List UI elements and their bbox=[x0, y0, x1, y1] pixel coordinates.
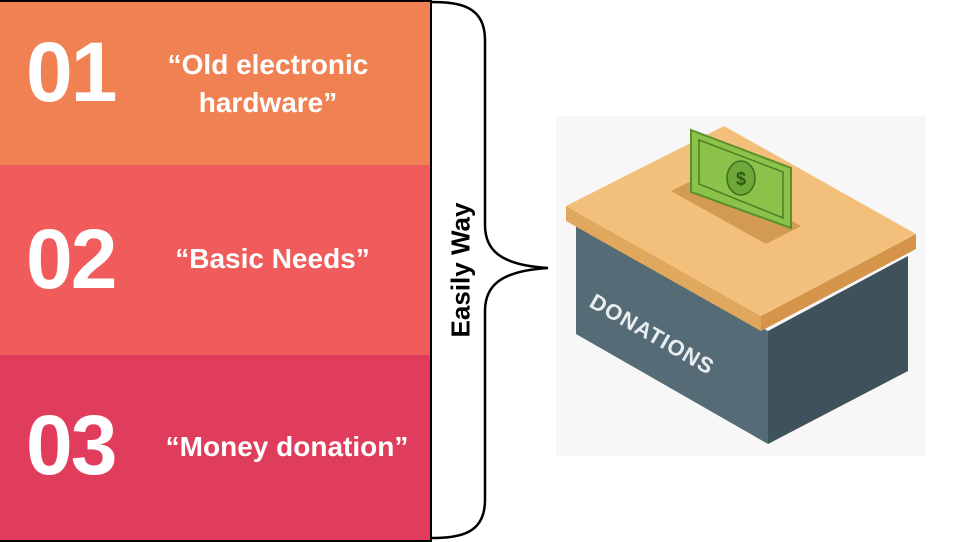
option-row-1: 01 “Old electronic hardware” bbox=[0, 2, 430, 165]
lid-left-edge bbox=[566, 206, 761, 331]
options-panel: 01 “Old electronic hardware” 02 “Basic N… bbox=[0, 0, 432, 542]
bill-symbol: $ bbox=[736, 169, 746, 189]
option-number: 02 bbox=[26, 212, 117, 306]
box-right-face bbox=[768, 256, 908, 444]
curly-brace-icon bbox=[430, 0, 549, 540]
option-label: “Basic Needs” bbox=[175, 243, 370, 274]
brace-label: Easily Way bbox=[445, 202, 476, 338]
donation-box-icon: $ DONATIONS bbox=[556, 116, 926, 456]
option-number: 01 bbox=[26, 25, 117, 119]
box-left-face bbox=[576, 221, 768, 444]
option-label: “Old electronic hardware” bbox=[167, 49, 369, 118]
option-row-3: 03 “Money donation” bbox=[0, 355, 430, 540]
option-label: “Money donation” bbox=[165, 431, 409, 462]
dollar-bill-icon: $ bbox=[690, 128, 792, 230]
lid-right-edge bbox=[761, 234, 916, 331]
option-number: 03 bbox=[26, 398, 117, 492]
option-row-2: 02 “Basic Needs” bbox=[0, 165, 430, 355]
